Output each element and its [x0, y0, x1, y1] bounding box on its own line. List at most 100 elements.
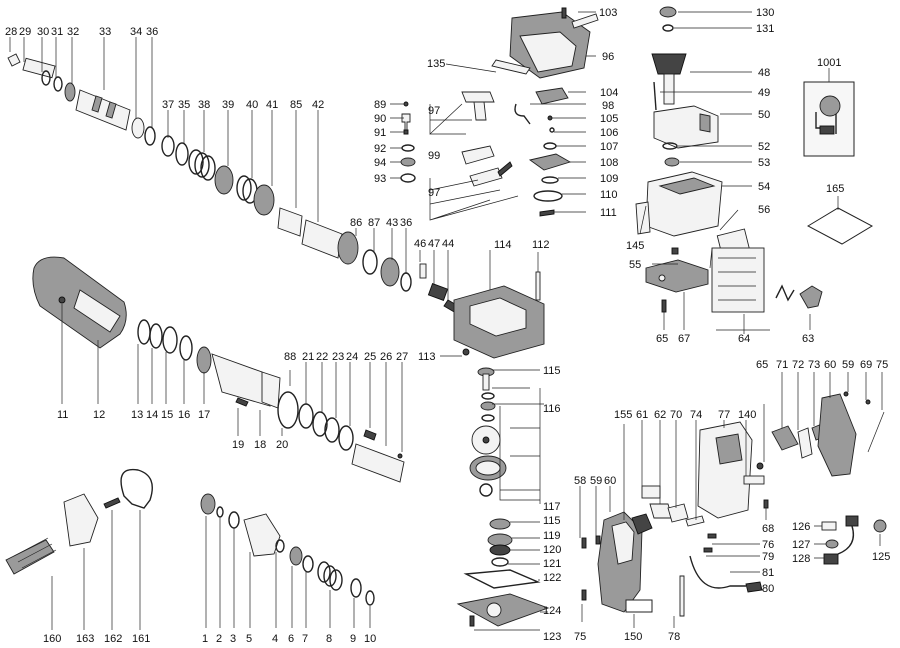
part-13: [137, 319, 151, 345]
part-130: [659, 6, 677, 18]
part-31: [53, 76, 63, 92]
label-61: 61: [636, 409, 648, 421]
part-36-bottom: [400, 272, 412, 292]
part-87: [362, 249, 378, 275]
label-103: 103: [599, 7, 617, 19]
label-40: 40: [246, 99, 258, 111]
label-161: 161: [132, 633, 150, 645]
label-60-a: 60: [824, 359, 836, 371]
label-60-b: 60: [604, 475, 616, 487]
part-10: [365, 590, 375, 606]
label-125: 125: [872, 551, 890, 563]
part-107: [543, 142, 557, 150]
part-122: [463, 569, 541, 589]
part-120: [489, 544, 511, 556]
part-76: [707, 533, 717, 539]
label-36: 36: [146, 26, 158, 38]
label-8: 8: [326, 633, 332, 645]
part-59-top: [843, 391, 849, 397]
part-47: [427, 283, 449, 301]
label-75-a: 75: [876, 359, 888, 371]
label-114: 114: [494, 239, 512, 251]
label-124: 124: [543, 605, 561, 617]
label-49: 49: [758, 87, 770, 99]
part-123: [469, 615, 475, 627]
label-89: 89: [374, 99, 386, 111]
label-97-a: 97: [428, 105, 440, 117]
part-15: [162, 326, 178, 354]
part-85: [277, 207, 303, 237]
label-23: 23: [332, 351, 344, 363]
label-94: 94: [374, 157, 386, 169]
label-54: 54: [758, 181, 770, 193]
label-70: 70: [670, 409, 682, 421]
part-119: [487, 533, 513, 547]
label-119: 119: [543, 530, 561, 542]
part-19: [235, 397, 249, 407]
label-3: 3: [230, 633, 236, 645]
part-90: [401, 113, 411, 133]
label-32: 32: [67, 26, 79, 38]
label-163: 163: [76, 633, 94, 645]
part-60-housing: [817, 393, 857, 477]
part-115-bottom: [489, 518, 511, 530]
label-20: 20: [276, 439, 288, 451]
label-86: 86: [350, 217, 362, 229]
label-42: 42: [312, 99, 324, 111]
label-91: 91: [374, 127, 386, 139]
label-110: 110: [600, 189, 618, 201]
label-109: 109: [600, 173, 618, 185]
label-44: 44: [442, 238, 454, 250]
part-30: [41, 70, 51, 86]
label-73: 73: [808, 359, 820, 371]
label-5: 5: [246, 633, 252, 645]
part-48-fan: [651, 53, 687, 75]
label-160: 160: [43, 633, 61, 645]
part-24: [338, 425, 354, 451]
label-71: 71: [776, 359, 788, 371]
part-16: [179, 335, 193, 361]
label-106: 106: [600, 127, 618, 139]
label-58: 58: [574, 475, 586, 487]
part-103-plate: [571, 13, 599, 29]
part-46: [419, 263, 427, 279]
part-32: [64, 82, 76, 102]
part-65-top: [661, 299, 667, 313]
labels-top-center: 103 96 135 104 98 105 106 107 108 109 11…: [374, 7, 618, 219]
part-74: [685, 515, 705, 527]
label-56: 56: [758, 204, 770, 216]
part-135: [491, 59, 531, 75]
label-131: 131: [756, 23, 774, 35]
part-131: [662, 24, 674, 32]
label-104: 104: [600, 87, 618, 99]
part-97-top: [461, 91, 495, 121]
part-33: [75, 89, 131, 131]
part-61: [641, 485, 661, 499]
label-26: 26: [380, 351, 392, 363]
label-24: 24: [346, 351, 358, 363]
label-140: 140: [738, 409, 756, 421]
part-161: [120, 468, 153, 509]
part-97-bottom: [469, 167, 503, 187]
part-22: [312, 411, 328, 437]
part-108: [528, 153, 572, 171]
part-75-bottom: [581, 589, 587, 601]
part-9: [350, 578, 362, 598]
part-21: [298, 403, 314, 429]
part-160: [5, 539, 55, 575]
label-135: 135: [427, 58, 445, 70]
label-98: 98: [602, 100, 614, 112]
label-123: 123: [543, 631, 561, 643]
label-112: 112: [532, 239, 550, 251]
labels-bottom-right: 155 61 62 70 74 77 140 58 59 60 65 71 72…: [574, 359, 890, 643]
part-126: [821, 521, 837, 531]
part-79: [703, 547, 713, 553]
part-1: [200, 493, 216, 515]
labels-bottom-front: 1 2 3 5 4 6 7 8 9 10: [202, 633, 376, 645]
label-43: 43: [386, 217, 398, 229]
side-handle-assembly: [5, 468, 153, 630]
label-50: 50: [758, 109, 770, 121]
label-130: 130: [756, 7, 774, 19]
part-55: [658, 274, 666, 282]
label-126: 126: [792, 521, 810, 533]
